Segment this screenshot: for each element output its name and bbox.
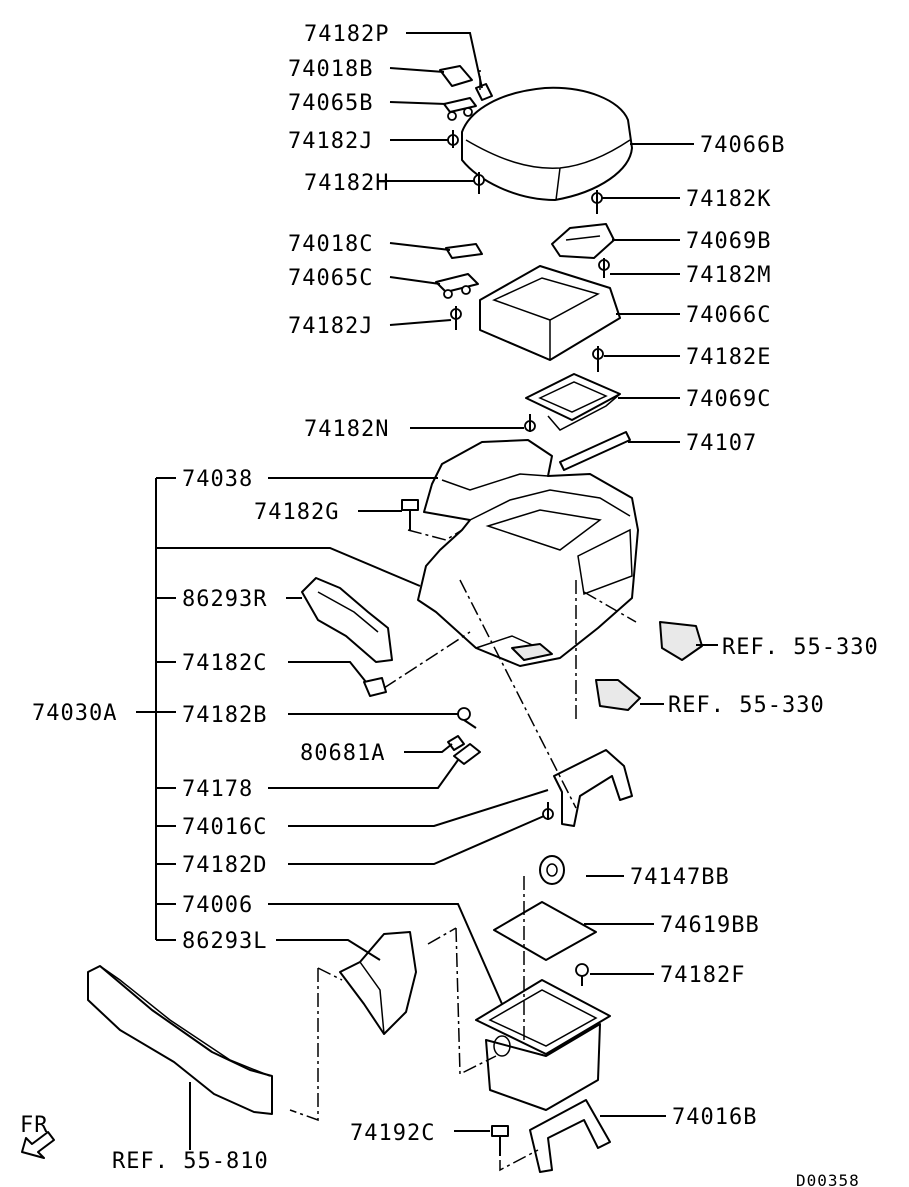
bracket-74107: [559, 431, 631, 471]
label-74018C: 74018C: [288, 232, 373, 257]
bolt-74182G: [401, 499, 419, 530]
label-74065B: 74065B: [288, 91, 373, 116]
label-74178: 74178: [182, 777, 253, 802]
label-74182J-mid: 74182J: [288, 314, 373, 339]
label-74182D: 74182D: [182, 853, 267, 878]
panel-ref-55-330-b: [595, 679, 641, 711]
label-74016B: 74016B: [672, 1105, 757, 1130]
hinge-plate-74065B: [443, 97, 477, 121]
console-body-74030A: [417, 439, 639, 667]
plate-74069C: [525, 373, 621, 431]
label-80681A: 80681A: [300, 741, 385, 766]
label-74016C: 74016C: [182, 815, 267, 840]
screw-74182F: [575, 963, 589, 986]
grommet-74147BB: [539, 855, 565, 885]
duct-ref-55-810: [87, 965, 273, 1115]
assembly-lines: [289, 70, 637, 1172]
label-ref-55-330-a: REF. 55-330: [722, 635, 879, 660]
label-74619BB: 74619BB: [660, 913, 760, 938]
label-74182K: 74182K: [686, 187, 771, 212]
screw-74182B: [457, 707, 477, 729]
hinge-plate-74065C: [435, 273, 479, 299]
label-86293R: 86293R: [182, 587, 267, 612]
hinge-clip-74018C: [445, 243, 483, 259]
socket-74178: [453, 743, 481, 765]
bracket-74016B: [529, 1099, 611, 1173]
label-86293L: 86293L: [182, 929, 267, 954]
label-74182C: 74182C: [182, 651, 267, 676]
drawing-code: D00358: [796, 1171, 860, 1187]
label-74006: 74006: [182, 893, 253, 918]
label-74182N: 74182N: [304, 417, 389, 442]
label-74066B: 74066B: [700, 133, 785, 158]
label-74147BB: 74147BB: [630, 865, 730, 890]
armrest-lid-74066B: [461, 86, 633, 201]
hinge-clip-74018B: [439, 65, 493, 101]
label-74065C: 74065C: [288, 266, 373, 291]
screw-74182H: [473, 172, 485, 194]
label-74182M: 74182M: [686, 263, 771, 288]
label-74066C: 74066C: [686, 303, 771, 328]
bolt-74192C: [491, 1125, 509, 1156]
label-74192C: 74192C: [350, 1121, 435, 1146]
label-74018B: 74018B: [288, 57, 373, 82]
box-74006: [475, 979, 611, 1111]
screw-74182D: [542, 802, 554, 820]
label-74182F: 74182F: [660, 963, 745, 988]
screw-74182J-top: [447, 130, 459, 148]
bulb-80681A: [447, 735, 465, 751]
label-74182G: 74182G: [254, 500, 339, 525]
part-labels: 74182P 74018B 74065B 74182J 74066B 74182…: [20, 22, 879, 1187]
clip-74182C: [363, 677, 387, 697]
label-ref-55-810: REF. 55-810: [112, 1149, 269, 1174]
label-74182B: 74182B: [182, 703, 267, 728]
label-74182J-top: 74182J: [288, 129, 373, 154]
duct-86293R: [301, 577, 393, 663]
screw-74182N: [524, 414, 536, 432]
label-74038: 74038: [182, 467, 253, 492]
panel-ref-55-330-a: [659, 621, 703, 661]
label-74030A: 74030A: [32, 701, 117, 726]
label-74107: 74107: [686, 431, 757, 456]
label-74069B: 74069B: [686, 229, 771, 254]
hinge-74069B: [551, 190, 615, 278]
label-ref-55-330-b: REF. 55-330: [668, 693, 825, 718]
label-fr: FR: [20, 1113, 49, 1138]
screw-74182E: [592, 346, 604, 372]
duct-86293L: [339, 931, 417, 1035]
screw-74182J-mid: [450, 306, 462, 330]
label-74182P: 74182P: [304, 22, 389, 47]
leader-lines: [136, 32, 718, 1150]
front-direction-arrow-icon: [21, 1131, 55, 1159]
label-74182H: 74182H: [304, 171, 389, 196]
tray-74066C: [479, 265, 621, 361]
label-74182E: 74182E: [686, 345, 771, 370]
mat-74619BB: [493, 901, 597, 961]
label-74069C: 74069C: [686, 387, 771, 412]
bracket-74016C: [553, 749, 633, 827]
